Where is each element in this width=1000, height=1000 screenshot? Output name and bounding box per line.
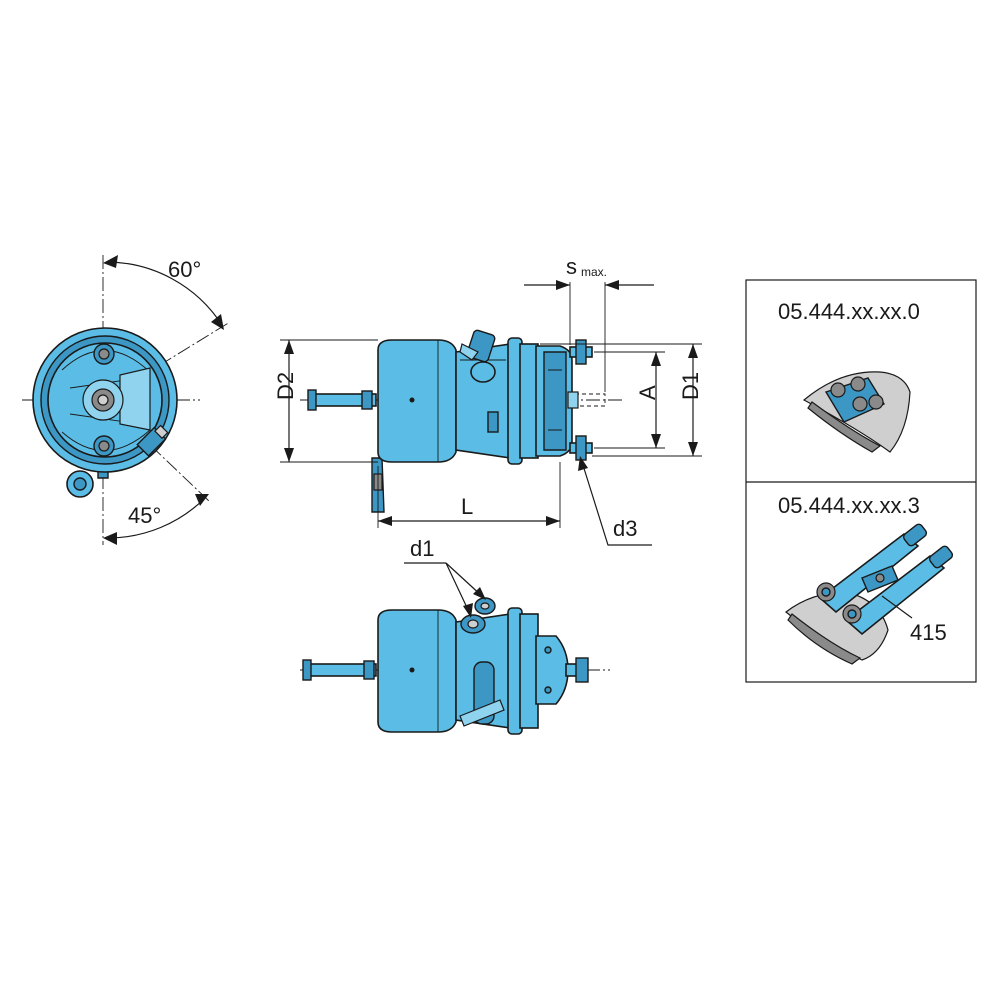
d1-label: D1 bbox=[678, 372, 703, 400]
angle-60-arrow-end bbox=[211, 314, 224, 330]
variant-3-nut-2-center bbox=[847, 609, 857, 619]
a-label: A bbox=[635, 385, 660, 400]
top-cover-bolt-2 bbox=[544, 686, 552, 694]
variant-0-nut-2 bbox=[850, 376, 866, 392]
a-arrow-bottom bbox=[651, 434, 661, 448]
d1-arrow-left bbox=[463, 603, 473, 618]
d1-arrow-bottom bbox=[688, 442, 698, 456]
port-d1-right-hole bbox=[480, 602, 490, 610]
callout-415-leader bbox=[881, 595, 913, 619]
angle-60-label: 60° bbox=[168, 257, 201, 282]
variant-0-illustration bbox=[802, 371, 911, 453]
s-label-subscript: max. bbox=[581, 265, 607, 279]
variant-panel: 05.444.xx.xx.0 05.444.xx.xx.3 bbox=[745, 279, 977, 683]
top-service-chamber bbox=[377, 609, 457, 733]
d3-arrow bbox=[578, 456, 588, 471]
side-center-mark bbox=[409, 397, 415, 403]
front-stud-top-hole bbox=[98, 348, 110, 360]
variant-3-tube-1 bbox=[818, 532, 920, 614]
angle-45-arc bbox=[106, 496, 207, 539]
service-chamber bbox=[377, 339, 457, 463]
clamp-bolt-nut bbox=[154, 424, 169, 440]
variant-0-housing-edge bbox=[807, 401, 882, 453]
d2-label: D2 bbox=[273, 372, 298, 400]
variant-3-bridge-bolt bbox=[875, 573, 885, 583]
variant-0-part-number: 05.444.xx.xx.0 bbox=[778, 299, 920, 324]
variant-0-nut-3 bbox=[852, 396, 868, 412]
port-fitting-tab bbox=[459, 343, 479, 361]
top-push-rod-nut bbox=[363, 660, 375, 680]
front-stud-bottom-hole bbox=[98, 440, 110, 452]
spring-chamber-cap bbox=[543, 351, 567, 451]
release-bolt-head bbox=[567, 391, 579, 409]
top-spring-chamber-cover bbox=[535, 635, 569, 705]
l-arrow-left bbox=[378, 516, 392, 526]
angle-45-arrow-start bbox=[103, 532, 117, 545]
l-arrow-right bbox=[546, 516, 560, 526]
angle-60-arrow-start bbox=[103, 255, 118, 268]
port-fitting-base bbox=[470, 361, 496, 383]
d1-arrow-top bbox=[688, 344, 698, 358]
variant-3-tube-2 bbox=[844, 554, 946, 636]
d2-arrow-bottom bbox=[284, 448, 294, 462]
variant-3-tube-1-end bbox=[902, 523, 928, 547]
front-view: 60° 45° bbox=[22, 255, 231, 545]
d3-leader bbox=[581, 461, 652, 546]
front-push-rod-end bbox=[97, 394, 109, 406]
variant-3-tube-2-end bbox=[928, 545, 954, 569]
variant-3-nut-1-center bbox=[821, 587, 831, 597]
top-push-rod-end bbox=[302, 659, 312, 681]
callout-415-label: 415 bbox=[910, 620, 947, 645]
angle-45-arrow-end bbox=[195, 494, 209, 506]
push-rod-nut bbox=[361, 390, 373, 410]
top-cover-bolt-1 bbox=[544, 646, 552, 654]
port-fitting-top bbox=[459, 329, 496, 383]
variant-0-nut-1 bbox=[830, 382, 846, 398]
spring-chamber-cap-lines bbox=[548, 369, 562, 431]
top-release-bolt-nut bbox=[575, 657, 589, 683]
a-arrow-top bbox=[651, 352, 661, 366]
stud-bottom-nut bbox=[575, 435, 587, 461]
variant-3-housing-edge bbox=[787, 613, 862, 665]
d1-ports-label: d1 bbox=[410, 536, 434, 561]
variant-3-part-number: 05.444.xx.xx.3 bbox=[778, 493, 920, 518]
top-port-fitting-tab bbox=[459, 699, 505, 727]
s-arrow-left bbox=[556, 280, 570, 290]
s-label: s bbox=[566, 254, 577, 279]
s-arrow-right bbox=[605, 280, 619, 290]
d1-arrow-right bbox=[473, 587, 486, 600]
d2-arrow-top bbox=[284, 340, 294, 354]
top-view: d1 bbox=[300, 536, 610, 735]
stud-top-nut bbox=[575, 339, 587, 365]
vent-plug bbox=[487, 411, 499, 433]
push-rod-end bbox=[307, 389, 317, 411]
front-housing-lug bbox=[119, 367, 151, 431]
variant-3-illustration bbox=[785, 523, 954, 665]
clamp-bolt bbox=[136, 424, 169, 457]
angle-60-arc bbox=[106, 261, 223, 326]
drain-fitting-hole bbox=[73, 477, 87, 491]
port-d1-left-hole bbox=[467, 619, 479, 629]
variant-0-nut-4 bbox=[868, 394, 884, 410]
d3-label: d3 bbox=[613, 516, 637, 541]
angle-45-label: 45° bbox=[128, 503, 161, 528]
l-label: L bbox=[461, 494, 473, 519]
side-view: D2 L s max. A D1 d3 bbox=[273, 254, 703, 546]
top-center-mark bbox=[409, 667, 415, 673]
